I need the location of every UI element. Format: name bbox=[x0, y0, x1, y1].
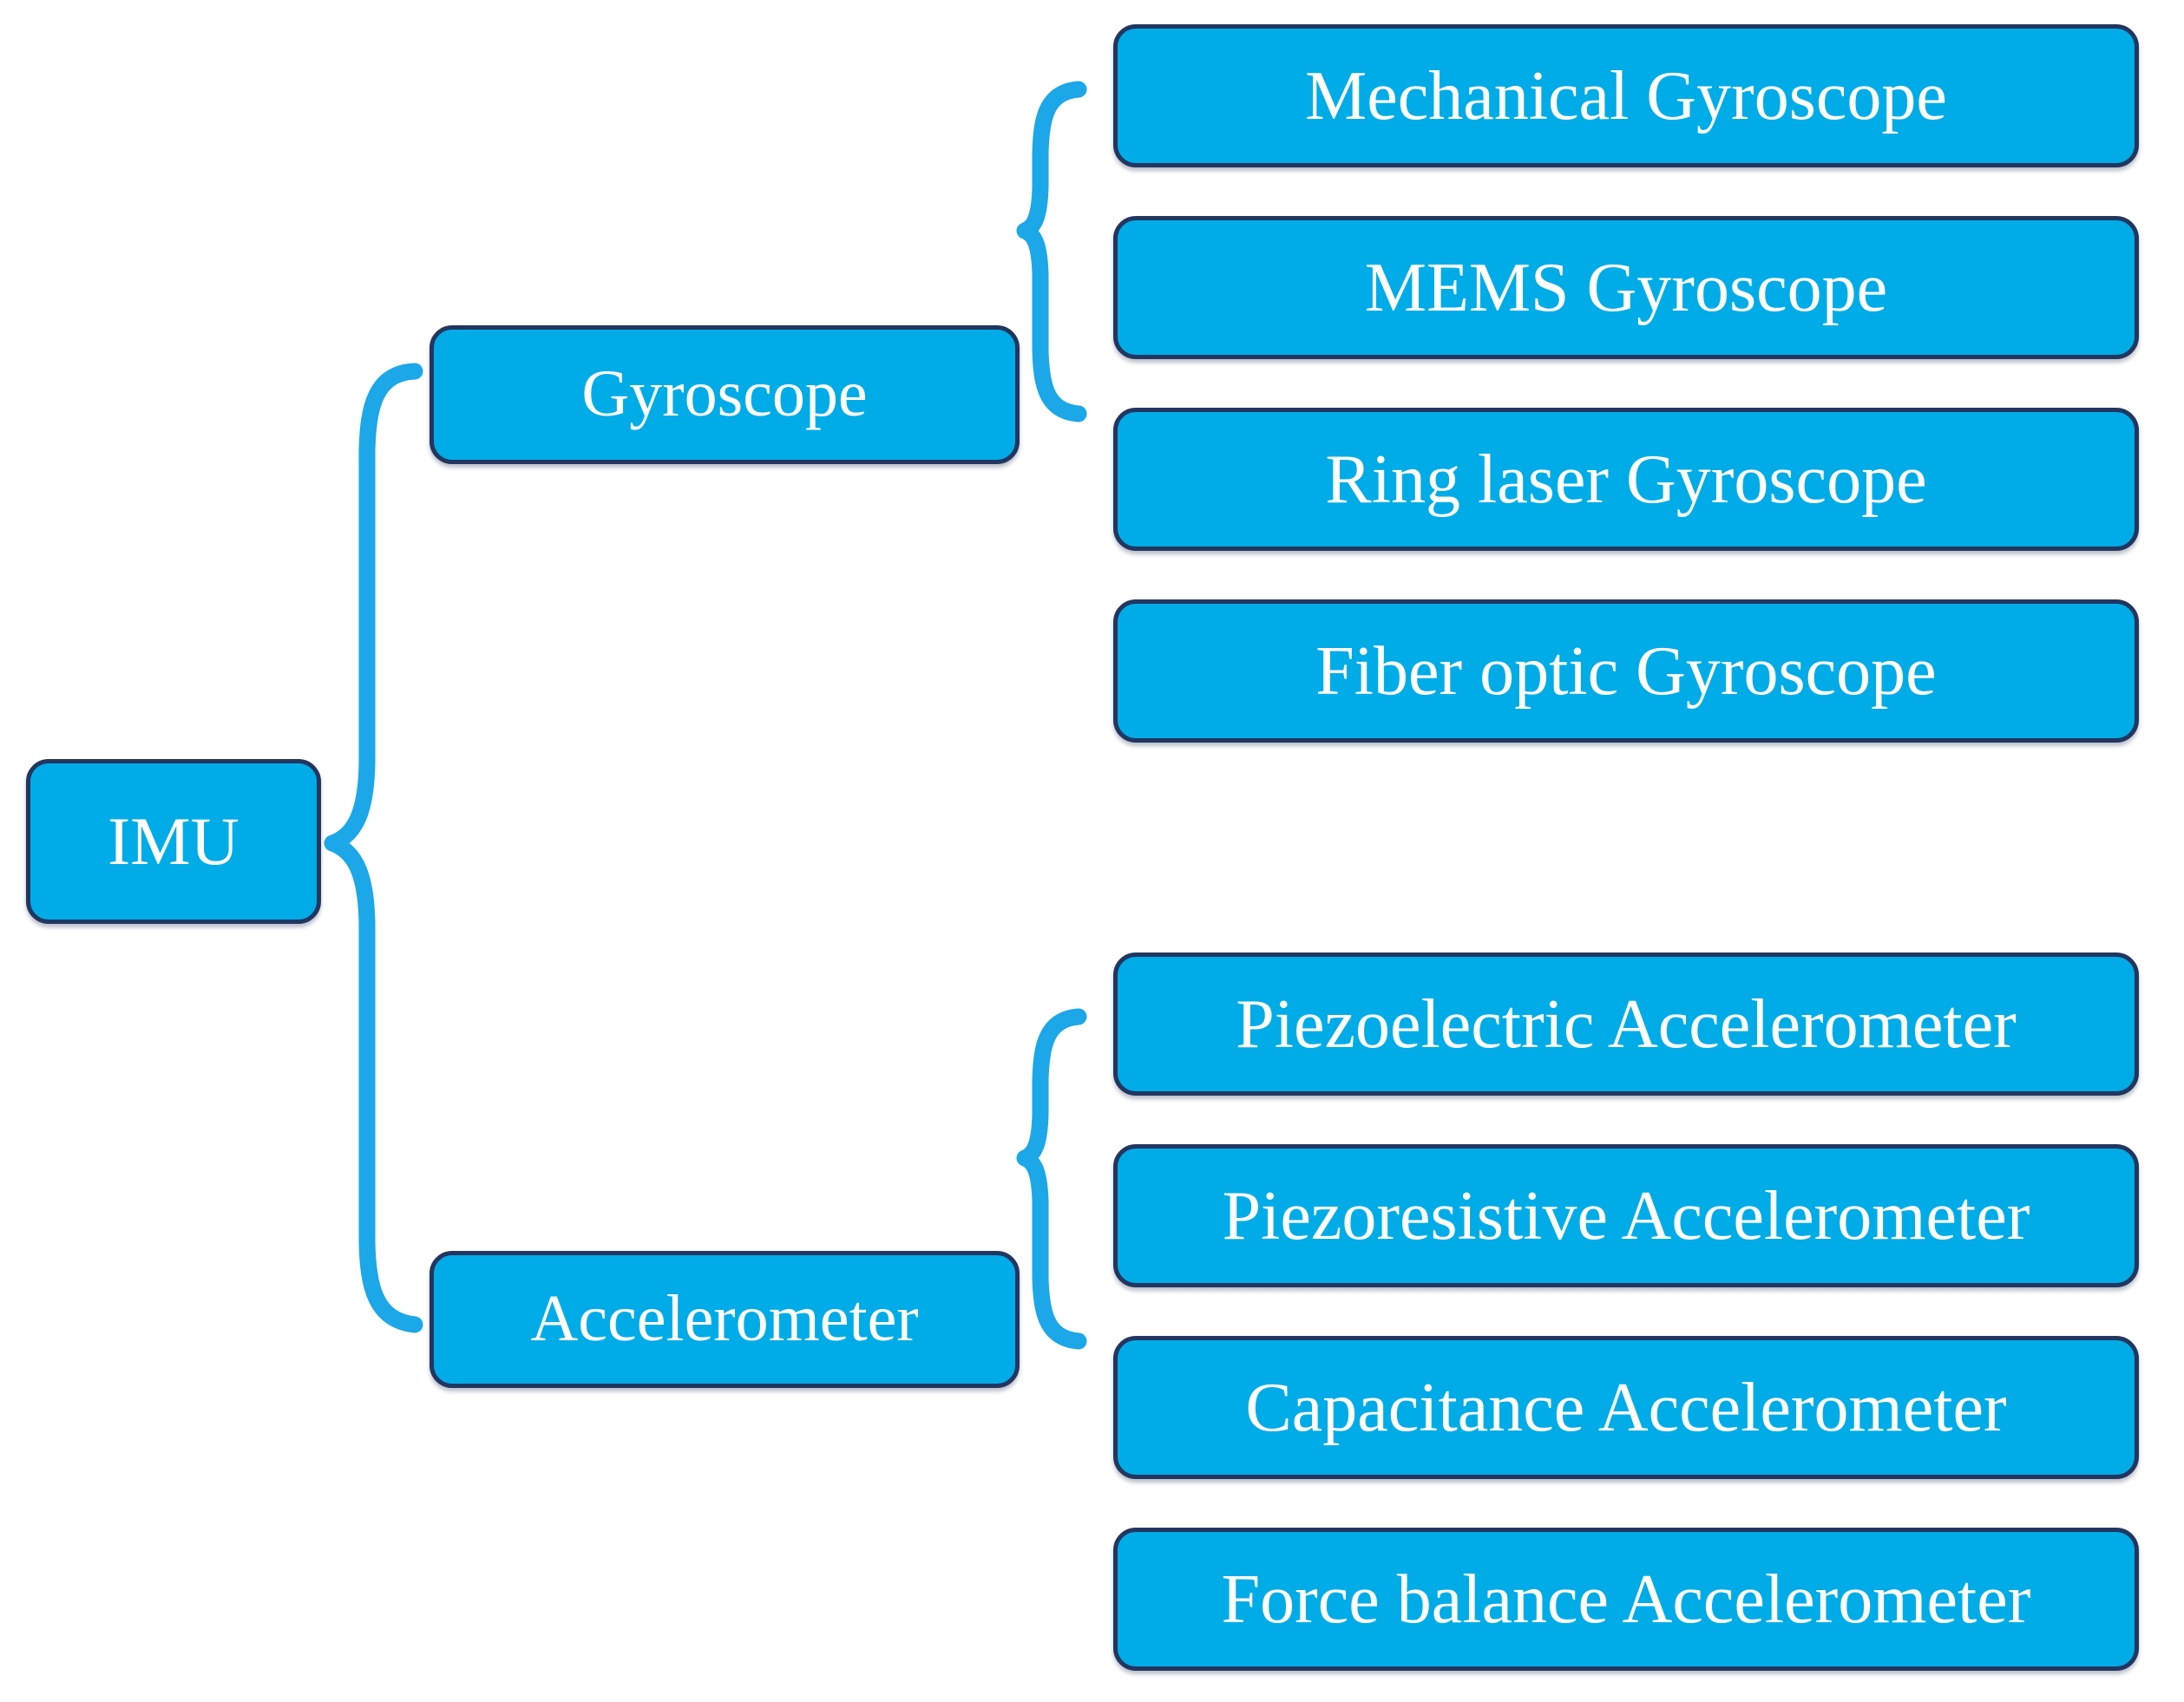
node-capacitance-accelerometer[interactable]: Capacitance Accelerometer bbox=[1113, 1336, 2139, 1479]
node-fiber-optic-gyroscope[interactable]: Fiber optic Gyroscope bbox=[1113, 599, 2139, 743]
brace-gyroscope bbox=[1016, 81, 1087, 422]
node-mems-gyroscope[interactable]: MEMS Gyroscope bbox=[1113, 216, 2139, 359]
brace-imu bbox=[324, 363, 423, 1333]
brace-accelerometer bbox=[1016, 1008, 1087, 1350]
node-mechanical-gyroscope[interactable]: Mechanical Gyroscope bbox=[1113, 24, 2139, 167]
node-piezoresistive-accelerometer[interactable]: Piezoresistive Accelerometer bbox=[1113, 1144, 2139, 1287]
node-gyroscope[interactable]: Gyroscope bbox=[430, 325, 1020, 464]
node-piezoelectric-accelerometer[interactable]: Piezoelectric Accelerometer bbox=[1113, 952, 2139, 1096]
node-force-balance-accelerometer[interactable]: Force balance Accelerometer bbox=[1113, 1528, 2139, 1671]
node-ring-laser-gyroscope[interactable]: Ring laser Gyroscope bbox=[1113, 408, 2139, 551]
node-accelerometer[interactable]: Accelerometer bbox=[430, 1251, 1020, 1388]
node-imu[interactable]: IMU bbox=[26, 759, 321, 924]
